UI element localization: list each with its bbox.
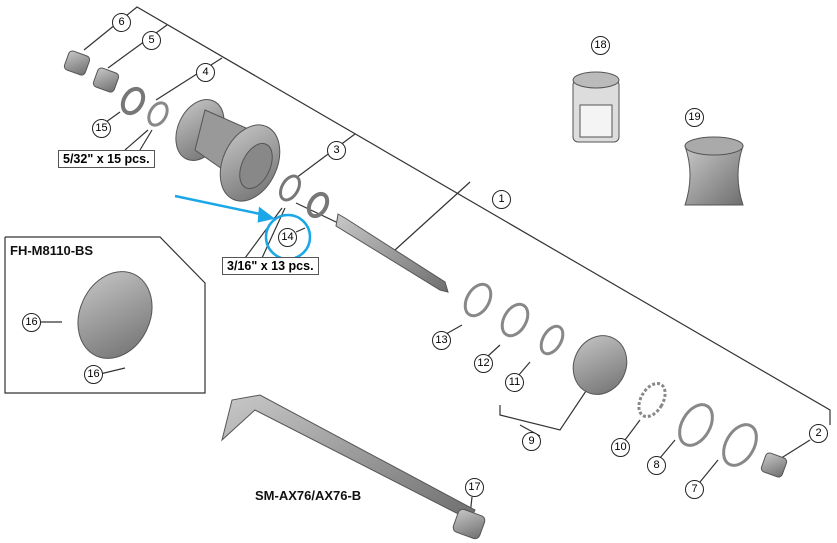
callout-12: 12 [474,354,493,373]
callout-15: 15 [92,119,111,138]
callout-11: 11 [505,373,524,392]
callout-5: 5 [142,31,161,50]
inset-title: FH-M8110-BS [10,243,94,258]
callout-4: 4 [196,63,215,82]
leader-lines [4,6,831,516]
callout-16: 16 [22,313,41,332]
hub-parts [63,50,788,540]
callout-2: 2 [809,424,828,443]
callout-19: 19 [685,108,704,127]
axle-title: SM-AX76/AX76-B [255,488,362,503]
callout-8: 8 [647,456,666,475]
callout-10: 10 [611,438,630,457]
callout-14: 14 [278,228,297,247]
ball-spec-3-16: 3/16" x 13 pcs. [222,257,319,275]
callout-7: 7 [685,480,704,499]
callout-3: 3 [327,141,346,160]
callout-1: 1 [492,190,511,209]
callout-9: 9 [522,432,541,451]
callout-13: 13 [432,331,451,350]
ball-spec-5-32: 5/32" x 15 pcs. [58,150,155,168]
callout-17: 17 [465,478,484,497]
callout-6: 6 [112,13,131,32]
callout-18: 18 [591,36,610,55]
callout-16-b: 16 [84,365,103,384]
